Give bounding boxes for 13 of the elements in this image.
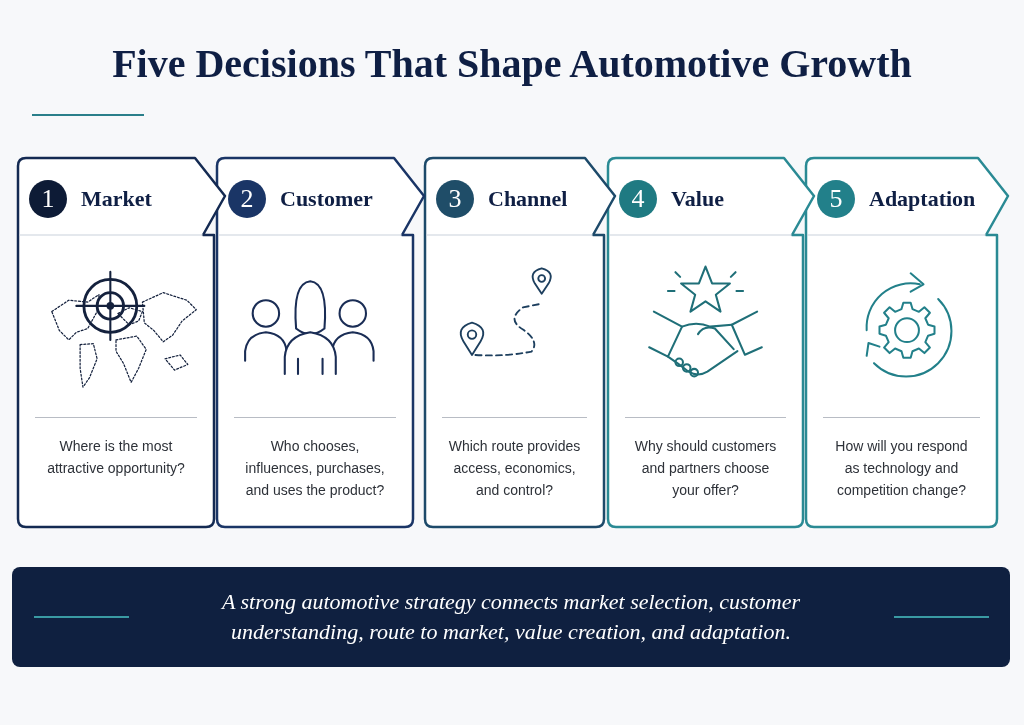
step-question: Which route provides access, economics, and control?: [447, 437, 582, 500]
title: Five Decisions That Shape Automotive Growth: [111, 40, 913, 87]
step-question: Why should customers and partners choose your offer?: [633, 437, 778, 500]
step-question: Where is the most attractive opportunity?: [46, 437, 186, 478]
summary-banner: [12, 567, 1010, 667]
step-question: Who chooses, influences, purchases, and uses the product?: [244, 437, 386, 500]
step-heading: Value: [671, 186, 724, 212]
step-heading: Adaptation: [869, 186, 976, 212]
step-heading: Channel: [488, 186, 568, 212]
summary-text: A strong automotive strategy connects market selection, customer understanding, route to market, value creation, and adaptation.: [220, 588, 801, 646]
step-heading: Market: [81, 186, 152, 212]
step-heading: Customer: [280, 186, 373, 212]
step-question: How will you respond as technology and competition change?: [834, 437, 969, 500]
